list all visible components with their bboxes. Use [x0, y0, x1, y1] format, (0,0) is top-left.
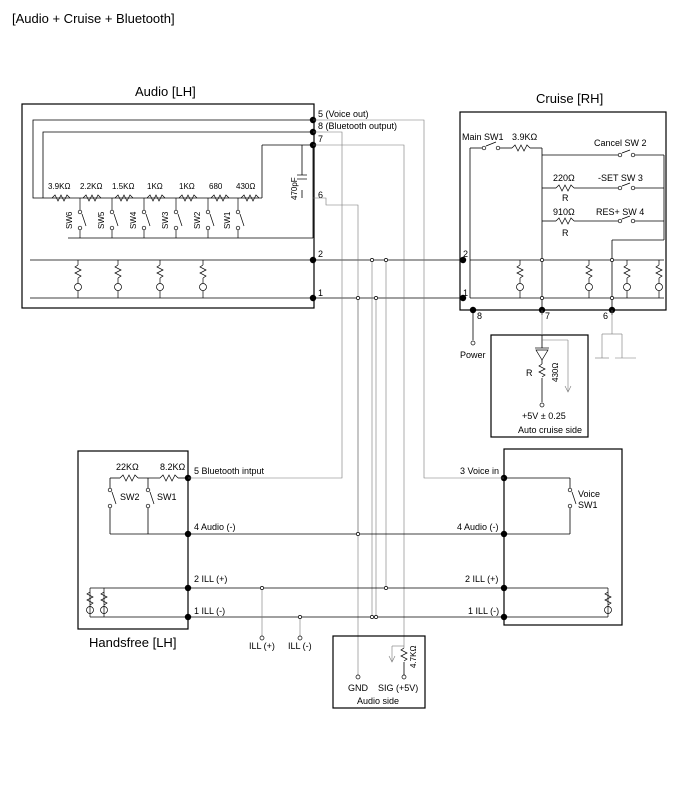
cruise-set-sw-label: -SET SW 3: [598, 173, 643, 183]
cruise-pin-1-label: 1: [463, 288, 468, 298]
audio-pin-5-label: 5 (Voice out): [318, 109, 369, 119]
auto-cruise-caption: Auto cruise side: [518, 425, 582, 435]
audio-sw-2: SW2: [193, 211, 202, 229]
auto-cruise-wiring: [535, 335, 572, 408]
voice-internal-wiring: [504, 477, 612, 618]
voice-pin-3-label: 3 Voice in: [460, 466, 499, 476]
audio-side-caption: Audio side: [357, 696, 399, 706]
cruise-pin-6-label: 6: [603, 311, 608, 321]
audio-pin-6-label: 6: [318, 190, 323, 200]
voice-pin-1-label: 1 ILL (-): [468, 606, 499, 616]
audio-pin-1-label: 1: [318, 288, 323, 298]
audio-side-wiring: [355, 645, 408, 680]
voice-sw1-label: SW1: [578, 500, 598, 510]
voice-sw-label: Voice: [578, 489, 600, 499]
voice-pin-dots: [500, 474, 508, 621]
audio-side-res-label: 4.7KΩ: [409, 646, 418, 668]
audio-pin-7-label: 7: [318, 134, 323, 144]
audio-resistor-ladder: [51, 194, 260, 202]
handsfree-pin-4-label: 4 Audio (-): [194, 522, 236, 532]
audio-side-box: [332, 635, 426, 709]
audio-res-4: 1KΩ: [147, 182, 163, 191]
audio-box: [21, 103, 315, 309]
handsfree-sw2-label: SW2: [120, 492, 140, 502]
voice-pin-4-label: 4 Audio (-): [457, 522, 499, 532]
audio-sw-1: SW1: [223, 211, 232, 229]
audio-illumination-lamps: [74, 260, 207, 298]
handsfree-sw1-label: SW1: [157, 492, 177, 502]
auto-cruise-res-label: 430Ω: [551, 363, 560, 382]
cruise-main-res-label: 3.9KΩ: [512, 132, 538, 142]
audio-res-2: 2.2KΩ: [80, 182, 102, 191]
handsfree-pin-5-label: 5 Bluetooth intput: [194, 466, 265, 476]
handsfree-box: [77, 450, 189, 630]
audio-res-1: 3.9KΩ: [48, 182, 70, 191]
audio-sw-3: SW3: [161, 211, 170, 229]
cruise-main-sw-label: Main SW1: [462, 132, 504, 142]
audio-title: Audio [LH]: [135, 84, 196, 99]
voice-pin-2-label: 2 ILL (+): [465, 574, 498, 584]
cruise-pin-2-label: 2: [463, 249, 468, 259]
cruise-box: [459, 111, 667, 311]
cruise-set-res-label: 220Ω: [553, 173, 575, 183]
ill-minus-label: ILL (-): [288, 641, 312, 651]
audio-side-sig-label: SIG (+5V): [378, 683, 418, 693]
diagram-title: [Audio + Cruise + Bluetooth]: [12, 11, 175, 26]
cruise-res-sw-label: RES+ SW 4: [596, 207, 644, 217]
cruise-res-r-label: R: [562, 228, 569, 238]
cruise-res-res-label: 910Ω: [553, 207, 575, 217]
cruise-pin-7-label: 7: [545, 311, 550, 321]
handsfree-internal-wiring: [89, 474, 188, 618]
audio-capacitor-label: 470pF: [290, 177, 299, 200]
handsfree-res-2: 8.2KΩ: [160, 462, 186, 472]
handsfree-pin-1-label: 1 ILL (-): [194, 606, 225, 616]
cruise-lamps: [516, 260, 663, 298]
audio-side-gnd-label: GND: [348, 683, 369, 693]
handsfree-pin-2-label: 2 ILL (+): [194, 574, 227, 584]
cruise-cancel-label: Cancel SW 2: [594, 138, 647, 148]
audio-res-5: 1KΩ: [179, 182, 195, 191]
cruise-set-r-label: R: [562, 193, 569, 203]
junction-dots: [259, 258, 614, 641]
audio-res-6: 680: [209, 182, 223, 191]
handsfree-title: Handsfree [LH]: [89, 635, 176, 650]
cruise-pin-8-label: 8: [477, 311, 482, 321]
handsfree-lamps: [86, 591, 108, 614]
audio-sw-5: SW5: [97, 211, 106, 229]
ill-plus-label: ILL (+): [249, 641, 275, 651]
audio-pin-8-label: 8 (Bluetooth output): [318, 121, 397, 131]
audio-sw-4: SW4: [129, 211, 138, 229]
cruise-power-label: Power: [460, 350, 486, 360]
audio-switches: [77, 198, 245, 238]
audio-switch-labels: SW6 SW5 SW4 SW3 SW2 SW1: [65, 211, 232, 229]
audio-res-3: 1.5KΩ: [112, 182, 134, 191]
interconnect-wires: [188, 119, 504, 675]
cruise-title: Cruise [RH]: [536, 91, 603, 106]
auto-cruise-voltage: +5V ± 0.25: [522, 411, 566, 421]
audio-internal-wiring: [30, 119, 314, 299]
handsfree-res-1: 22KΩ: [116, 462, 139, 472]
auto-cruise-box: [490, 334, 589, 438]
cruise-external-wiring: [470, 310, 636, 359]
voice-box: [503, 448, 623, 626]
audio-resistor-labels: 3.9KΩ 2.2KΩ 1.5KΩ 1KΩ 1KΩ 680 430Ω: [48, 182, 255, 191]
cruise-internal-wiring: [469, 141, 665, 315]
audio-res-7: 430Ω: [236, 182, 255, 191]
audio-sw-6: SW6: [65, 211, 74, 229]
auto-cruise-r-label: R: [526, 368, 533, 378]
audio-pin-2-label: 2: [318, 249, 323, 259]
